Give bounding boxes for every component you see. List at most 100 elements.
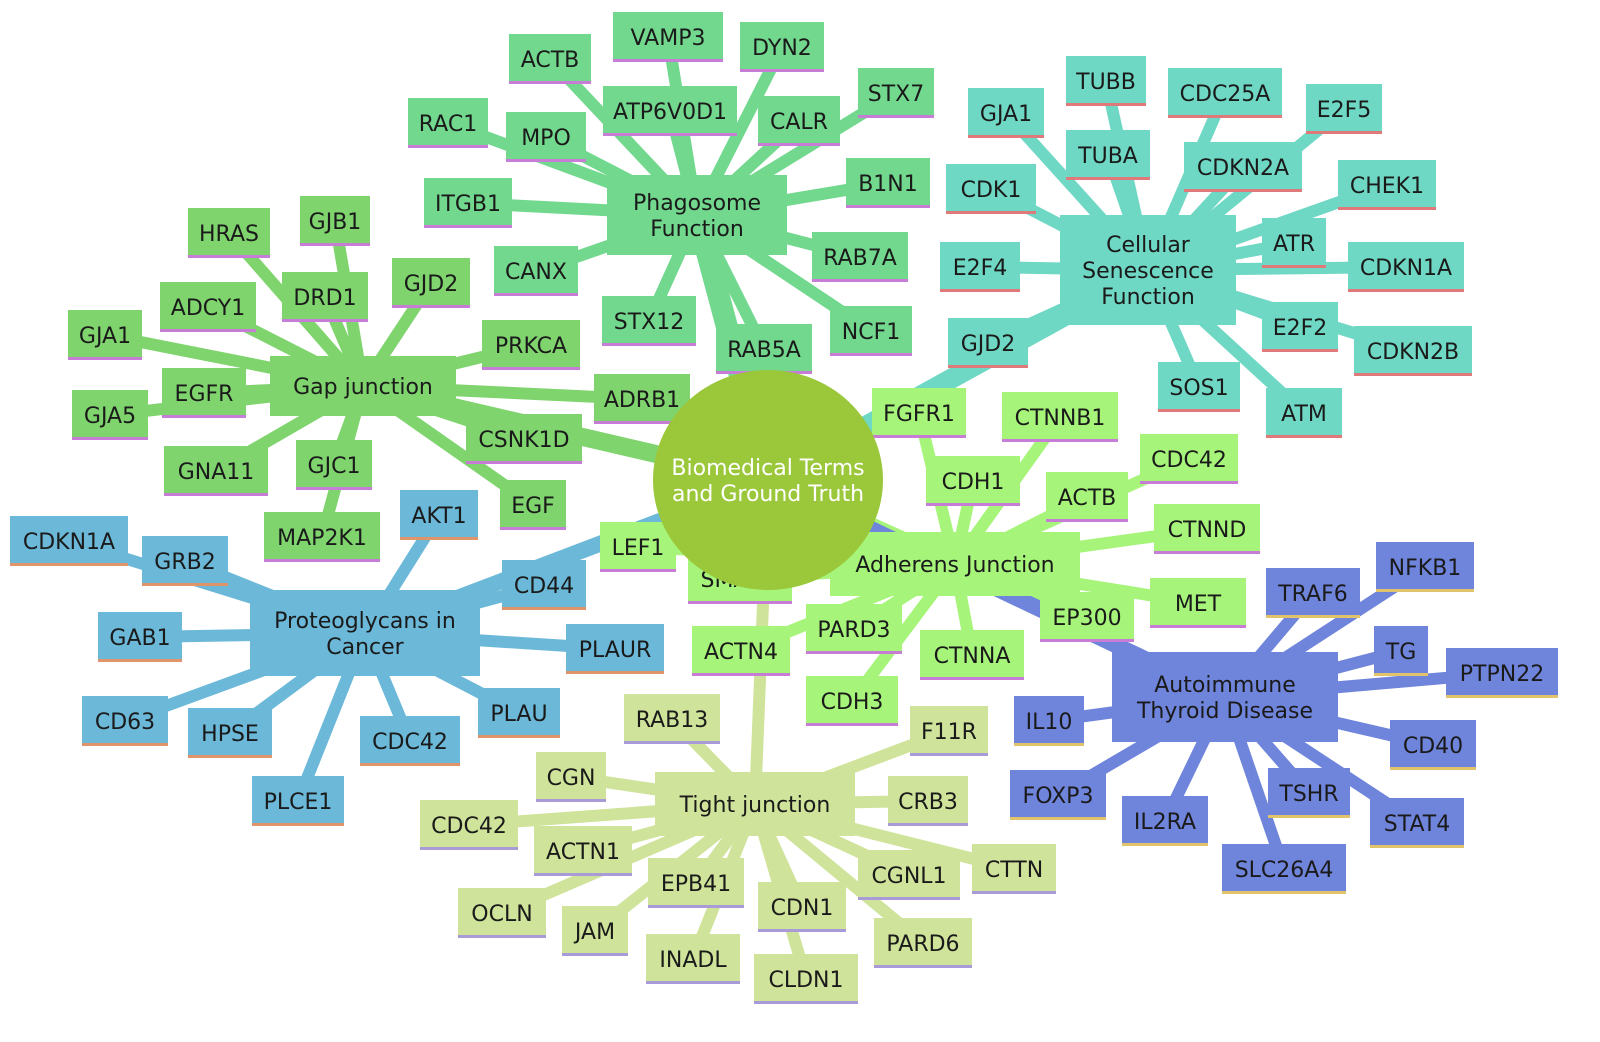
leaf-box bbox=[613, 12, 723, 62]
leaf-label: RAB7A bbox=[823, 246, 897, 271]
leaf-label: CRB3 bbox=[898, 790, 958, 815]
leaf-underline bbox=[1370, 845, 1464, 848]
leaf-label: CD44 bbox=[514, 574, 574, 599]
leaf-box bbox=[926, 456, 1020, 506]
leaf-node: CHEK1 bbox=[1338, 160, 1436, 210]
leaf-underline bbox=[926, 503, 1020, 506]
leaf-underline bbox=[754, 1001, 858, 1004]
leaf-box bbox=[1046, 472, 1128, 522]
leaf-node: STAT4 bbox=[1370, 798, 1464, 848]
leaf-node: GJC1 bbox=[296, 440, 372, 490]
leaf-node: CDC42 bbox=[1140, 434, 1238, 484]
leaf-label: DYN2 bbox=[752, 36, 812, 61]
leaf-label: CDH1 bbox=[942, 470, 1005, 495]
leaf-label: FGFR1 bbox=[883, 402, 955, 427]
leaf-box bbox=[424, 178, 512, 228]
leaf-box bbox=[806, 676, 898, 726]
leaf-label: E2F4 bbox=[953, 256, 1008, 281]
leaf-node: OCLN bbox=[458, 888, 546, 938]
leaf-node: CDH3 bbox=[806, 676, 898, 726]
leaf-label: TRAF6 bbox=[1277, 582, 1348, 607]
leaf-underline bbox=[1140, 481, 1238, 484]
leaf-label: CD40 bbox=[1403, 734, 1463, 759]
leaf-underline bbox=[1184, 189, 1302, 192]
leaf-underline bbox=[562, 953, 628, 956]
leaf-underline bbox=[846, 205, 930, 208]
leaf-box bbox=[872, 388, 966, 438]
leaf-label: CDKN1A bbox=[23, 530, 115, 555]
leaf-underline bbox=[164, 493, 268, 496]
leaf-box bbox=[754, 954, 858, 1004]
leaf-underline bbox=[1040, 639, 1134, 642]
root-ellipse bbox=[653, 370, 883, 590]
branch-box bbox=[607, 175, 787, 255]
leaf-node: LEF1 bbox=[600, 522, 676, 572]
leaf-node: ACTN4 bbox=[692, 626, 790, 676]
leaf-box bbox=[188, 208, 270, 258]
leaf-underline bbox=[282, 319, 368, 322]
leaf-label: ATP6V0D1 bbox=[613, 100, 727, 125]
leaf-underline bbox=[1266, 435, 1342, 438]
leaf-box bbox=[1154, 504, 1260, 554]
leaf-box bbox=[812, 232, 908, 282]
leaf-label: GJD2 bbox=[961, 332, 1015, 357]
leaf-box bbox=[972, 844, 1056, 894]
leaf-label: RAC1 bbox=[419, 112, 477, 137]
leaf-box bbox=[296, 440, 372, 490]
leaf-node: PLAUR bbox=[566, 624, 664, 674]
leaf-node: PTPN22 bbox=[1446, 648, 1558, 698]
leaf-underline bbox=[1266, 615, 1360, 618]
leaf-box bbox=[648, 858, 744, 908]
leaf-box bbox=[740, 22, 824, 72]
leaf-label: GRB2 bbox=[154, 550, 215, 575]
leaf-label: CDC42 bbox=[431, 814, 507, 839]
leaf-label: STX7 bbox=[868, 82, 924, 107]
leaf-box bbox=[1168, 68, 1282, 118]
leaf-label: JAM bbox=[573, 920, 615, 945]
leaf-label: MPO bbox=[521, 126, 571, 151]
leaf-box bbox=[1266, 568, 1360, 618]
leaf-node: GAB1 bbox=[98, 612, 182, 662]
leaf-underline bbox=[624, 741, 720, 744]
branch-label-line: Proteoglycans in bbox=[274, 609, 456, 634]
leaf-node: CGN bbox=[536, 752, 606, 802]
leaf-node: GJB1 bbox=[300, 196, 370, 246]
branch-box bbox=[250, 590, 480, 676]
leaf-label: EPB41 bbox=[661, 872, 731, 897]
leaf-node: CDKN1A bbox=[10, 516, 128, 566]
leaf-box bbox=[858, 850, 960, 900]
leaf-label: PLAU bbox=[490, 702, 547, 727]
leaf-underline bbox=[82, 743, 168, 746]
leaf-node: GRB2 bbox=[142, 536, 228, 586]
leaf-underline bbox=[602, 343, 696, 346]
leaf-node: E2F2 bbox=[1262, 302, 1338, 352]
leaf-box bbox=[692, 626, 790, 676]
leaf-node: INADL bbox=[646, 934, 740, 984]
leaf-underline bbox=[603, 133, 737, 136]
leaf-underline bbox=[162, 415, 246, 418]
leaf-label: ITGB1 bbox=[435, 192, 501, 217]
leaf-node: GJD2 bbox=[948, 318, 1028, 368]
leaf-underline bbox=[1122, 843, 1208, 846]
leaf-box bbox=[602, 296, 696, 346]
leaf-node: ATM bbox=[1266, 388, 1342, 438]
leaf-label: AKT1 bbox=[411, 504, 466, 529]
leaf-box bbox=[1370, 798, 1464, 848]
leaf-underline bbox=[466, 461, 582, 464]
leaf-node: STX7 bbox=[858, 68, 934, 118]
leaf-box bbox=[482, 320, 580, 370]
leaf-label: CTNNA bbox=[934, 644, 1011, 669]
leaf-node: SOS1 bbox=[1158, 362, 1240, 412]
leaf-node: ACTB bbox=[509, 34, 591, 84]
leaf-box bbox=[1374, 626, 1428, 676]
leaf-underline bbox=[392, 305, 470, 308]
branch-tight: Tight junction bbox=[655, 772, 855, 836]
leaf-label: RAB5A bbox=[727, 338, 801, 363]
leaf-underline bbox=[1150, 625, 1246, 628]
branch-adherens: Adherens Junction bbox=[830, 532, 1080, 596]
leaf-box bbox=[1140, 434, 1238, 484]
leaf-node: JAM bbox=[562, 906, 628, 956]
leaf-node: PLCE1 bbox=[252, 776, 344, 826]
branch-label-line: Function bbox=[650, 217, 744, 242]
